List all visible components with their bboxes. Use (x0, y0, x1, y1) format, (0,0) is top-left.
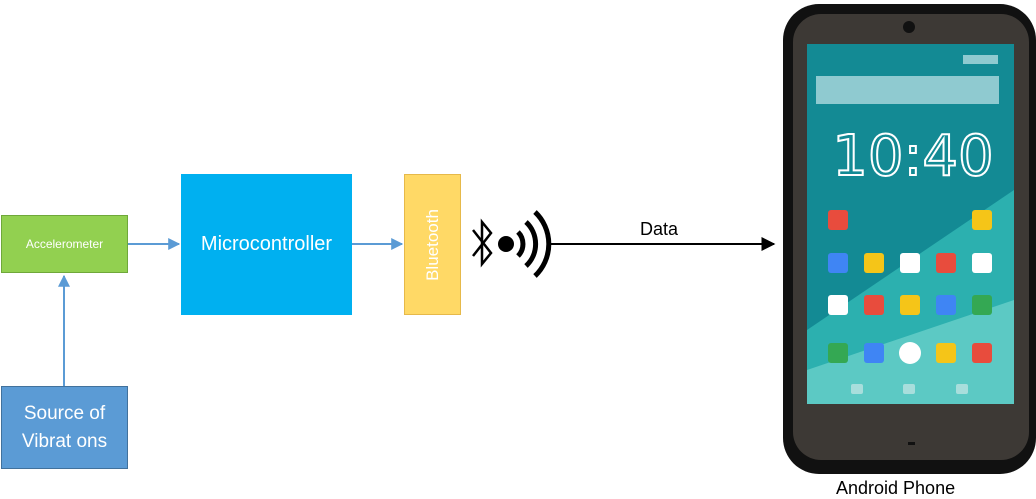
android-phone-icon (783, 4, 1036, 474)
source-label-line2: Vibrat ons (21, 430, 108, 452)
bluetooth-node: Bluetooth (404, 174, 461, 315)
accelerometer-node: Accelerometer (1, 215, 128, 273)
android-phone-label: Android Phone (836, 478, 956, 498)
microcontroller-node: Microcontroller (181, 174, 352, 315)
bluetooth-label: Bluetooth (422, 208, 442, 281)
wireless-signal-icon (498, 210, 552, 278)
bluetooth-icon (472, 218, 493, 268)
data-edge-label: Data (640, 219, 679, 239)
phone-clock: 10:40 (832, 124, 993, 189)
source-of-vibrations-node: Source of Vibrat ons (1, 386, 128, 469)
microcontroller-label: Microcontroller (200, 233, 333, 255)
app-icons-grid (828, 210, 992, 364)
accelerometer-label: Accelerometer (25, 237, 104, 251)
source-label-line1: Source of (23, 402, 106, 424)
